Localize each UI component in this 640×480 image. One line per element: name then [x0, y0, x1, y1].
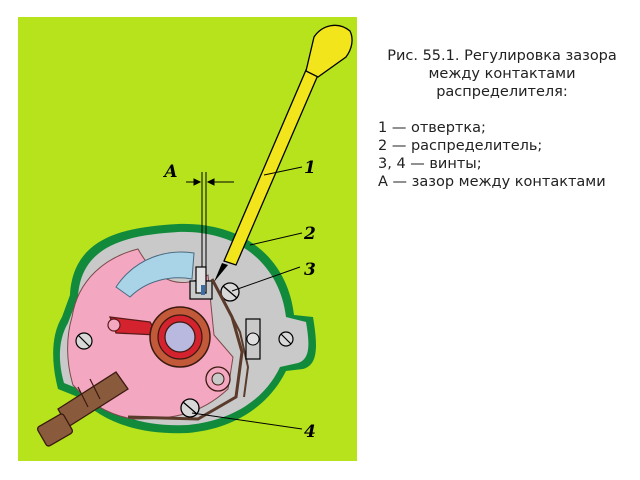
central-cam [149, 306, 211, 368]
legend-item-screws: 3, 4 — винты; [378, 156, 482, 172]
figure-caption: Рис. 55.1. Регулировка зазора между конт… [378, 47, 626, 191]
caption-title: Рис. 55.1. Регулировка зазора между конт… [387, 48, 617, 100]
advance-arc [115, 251, 195, 298]
distributor-diagram: А 1 2 3 4 [18, 17, 357, 461]
gap-dimension [186, 172, 234, 279]
callout-3: 3 [304, 260, 316, 280]
callout-1: 1 [304, 158, 316, 178]
screwdriver [214, 24, 353, 282]
legend-item-screwdriver: 1 — отвертка; [378, 120, 486, 136]
contact-group [189, 266, 213, 300]
lead-connector [36, 371, 129, 447]
terminal [245, 318, 294, 360]
callout-4: 4 [304, 422, 316, 442]
plate-screw [75, 332, 93, 350]
legend-list: 1 — отвертка; 2 — распределитель; 3, 4 —… [378, 119, 626, 191]
callout-leaders [191, 166, 303, 430]
legend-item-gap: А — зазор между контактами [378, 174, 606, 190]
screw-4 [180, 398, 200, 418]
screw-3 [220, 282, 240, 302]
legend-item-distributor: 2 — распределитель; [378, 138, 543, 154]
callout-gap-label: А [162, 162, 178, 182]
callout-2: 2 [303, 224, 316, 244]
